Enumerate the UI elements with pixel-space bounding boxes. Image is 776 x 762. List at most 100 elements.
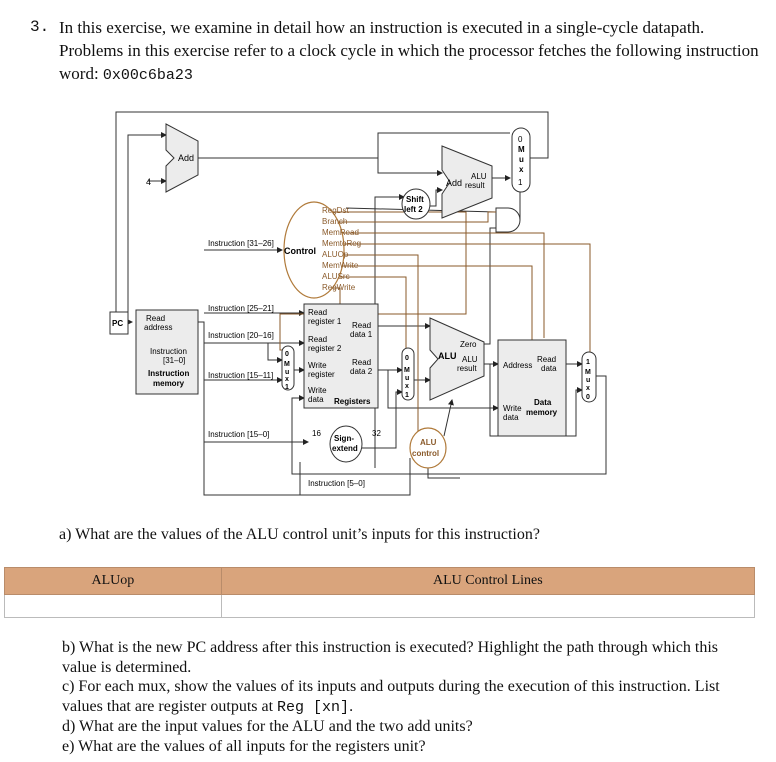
question-text: In this exercise, we examine in detail h… bbox=[59, 16, 759, 87]
sig-alusrc: ALUSrc bbox=[322, 272, 350, 281]
branch-adder-result: ALU result bbox=[465, 172, 489, 190]
dmem-name-l1: Data bbox=[534, 398, 552, 407]
question-body: In this exercise, we examine in detail h… bbox=[59, 18, 759, 83]
alu-control-l2: control bbox=[412, 449, 439, 458]
dmem-address: Address bbox=[503, 361, 532, 370]
dmem-write-l2: data bbox=[503, 413, 519, 422]
reg-wdata-l1: Write bbox=[308, 386, 327, 395]
const-four: 4 bbox=[146, 177, 151, 187]
alu-name: ALU bbox=[438, 351, 457, 361]
branch-adder-result-l1: ALU bbox=[471, 172, 487, 181]
reg-read1-l1: Read bbox=[308, 308, 327, 317]
branch-adder-result-l2: result bbox=[465, 181, 485, 190]
question-number: 3. bbox=[30, 18, 50, 36]
reg-read2-l1: Read bbox=[308, 335, 327, 344]
imem-read-address-l2: address bbox=[144, 323, 172, 332]
main-alu bbox=[429, 317, 485, 401]
reg-data2-l2: data 2 bbox=[350, 367, 373, 376]
cell-control-lines-answer[interactable] bbox=[220, 594, 756, 618]
sig-aluop: ALUOp bbox=[322, 250, 349, 259]
instr-15-0: Instruction [15–0] bbox=[208, 430, 269, 439]
alusrc-mux bbox=[401, 347, 415, 401]
reg-write-l2: register bbox=[308, 370, 335, 379]
pc-mux-zero: 0 bbox=[518, 135, 523, 144]
alusrc-mux-u: u bbox=[405, 375, 409, 382]
table-row bbox=[4, 594, 756, 618]
control-label: Control bbox=[284, 246, 316, 256]
remaining-parts: b) What is the new PC address after this… bbox=[62, 638, 752, 756]
alu-control bbox=[409, 427, 447, 469]
imem-name-l1: Instruction bbox=[148, 369, 189, 378]
sign-extend-l2: extend bbox=[332, 444, 358, 453]
part-d-question: d) What are the input values for the ALU… bbox=[62, 718, 473, 735]
datapath-diagram: Add 4 Add ALU result Shift left 2 0 M u … bbox=[109, 111, 607, 496]
pc-mux-x: x bbox=[519, 165, 524, 174]
part-b-question: b) What is the new PC address after this… bbox=[62, 639, 719, 676]
pc-mux-one: 1 bbox=[518, 178, 523, 187]
part-e-question: e) What are the values of all inputs for… bbox=[62, 737, 426, 755]
memtoreg-mux-u: u bbox=[586, 377, 590, 384]
sig-memwrite: MemWrite bbox=[322, 261, 359, 270]
part-c-question: c) For each mux, show the values of its … bbox=[62, 677, 752, 717]
data-memory bbox=[497, 339, 567, 437]
register-file bbox=[303, 303, 379, 409]
part-c-text: c) For each mux, show the values of its … bbox=[62, 678, 720, 715]
instr-5-0: Instruction [5–0] bbox=[308, 479, 365, 488]
dmem-write-l1: Write bbox=[503, 404, 522, 413]
control-signals: RegDst Branch MemRead MemtoReg ALUOp Mem… bbox=[322, 206, 361, 292]
header-aluop: ALUop bbox=[4, 567, 222, 595]
memtoreg-mux bbox=[581, 351, 597, 403]
reg-wdata-l2: data bbox=[308, 395, 324, 404]
imem-instr-l1: Instruction bbox=[150, 347, 187, 356]
reg-data1-l1: Read bbox=[352, 321, 371, 330]
pc-label: PC bbox=[112, 319, 123, 328]
memtoreg-mux-x: x bbox=[586, 385, 590, 392]
alu-control-l1: ALU bbox=[420, 438, 437, 447]
shift-left-2-l1: Shift bbox=[406, 195, 424, 204]
registers-label: Registers bbox=[334, 397, 371, 406]
reg-read1-l2: register 1 bbox=[308, 317, 342, 326]
regdst-mux bbox=[281, 345, 295, 391]
alu-result-l1: ALU bbox=[462, 355, 478, 364]
dmem-read-l2: data bbox=[541, 364, 557, 373]
regdst-mux-u: u bbox=[285, 369, 289, 376]
cell-aluop-answer[interactable] bbox=[4, 594, 222, 618]
branch-adder-label: Add bbox=[446, 178, 462, 188]
sig-memtoreg: MemtoReg bbox=[322, 239, 361, 248]
regdst-mux-m: M bbox=[284, 361, 290, 368]
regdst-mux-x: x bbox=[285, 376, 289, 383]
bits-32: 32 bbox=[372, 429, 381, 438]
alusrc-mux-one: 1 bbox=[405, 392, 409, 399]
regdst-mux-one: 1 bbox=[285, 384, 289, 391]
alusrc-mux-x: x bbox=[405, 383, 409, 390]
imem-instr-l2: [31–0] bbox=[163, 356, 185, 365]
memtoreg-mux-m: M bbox=[585, 369, 591, 376]
alu-zero: Zero bbox=[460, 340, 477, 349]
shift-left-2-l2: left 2 bbox=[404, 205, 423, 214]
pc-register bbox=[109, 311, 129, 335]
reg-read2-l2: register 2 bbox=[308, 344, 342, 353]
alusrc-mux-zero: 0 bbox=[405, 355, 409, 362]
sig-regdst: RegDst bbox=[322, 206, 349, 215]
control-unit bbox=[283, 201, 345, 299]
shift-left-2 bbox=[401, 188, 431, 220]
sig-branch: Branch bbox=[322, 217, 347, 226]
bits-16: 16 bbox=[312, 429, 321, 438]
table-header-row: ALUop ALU Control Lines bbox=[4, 567, 756, 595]
instruction-memory bbox=[135, 309, 199, 395]
reg-data1-l2: data 1 bbox=[350, 330, 373, 339]
alusrc-mux-m: M bbox=[404, 367, 410, 374]
branch-adder bbox=[441, 145, 493, 219]
part-c-end: . bbox=[349, 697, 354, 715]
instruction-word: 0x00c6ba23 bbox=[102, 67, 193, 84]
sign-extend-l1: Sign- bbox=[334, 434, 354, 443]
part-a-question: a) What are the values of the ALU contro… bbox=[59, 526, 540, 543]
pc-mux-m: M bbox=[518, 145, 525, 154]
memtoreg-mux-zero: 0 bbox=[586, 394, 590, 401]
part-c-code: Reg [xn] bbox=[277, 698, 350, 716]
pc-adder bbox=[165, 123, 199, 193]
memtoreg-mux-one: 1 bbox=[586, 359, 590, 366]
pc-mux-u: u bbox=[519, 155, 524, 164]
imem-name-l2: memory bbox=[153, 379, 185, 388]
instr-20-16: Instruction [20–16] bbox=[208, 331, 274, 340]
